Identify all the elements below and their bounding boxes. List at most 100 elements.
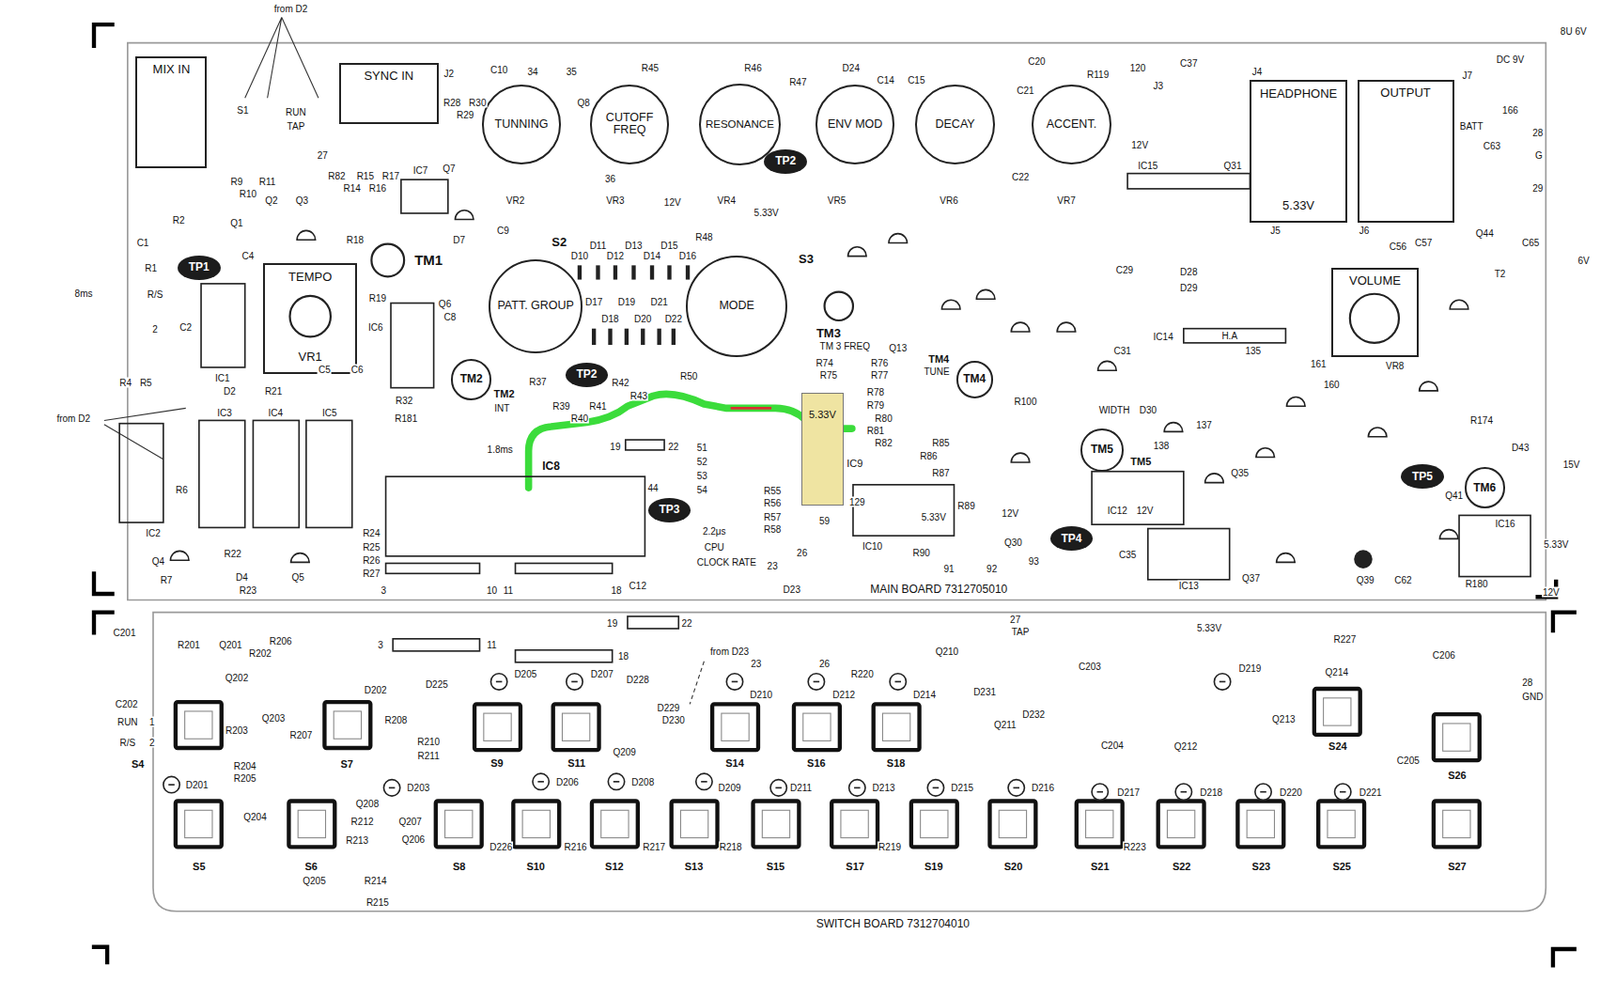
part-label: S17 [844,860,866,872]
part-label: C5 [317,364,332,375]
part-label: R15 [356,170,375,181]
part-label: GND [1521,690,1544,701]
led-symbol [1255,783,1272,800]
transistor-symbol [976,289,995,299]
part-label: 135 [1243,344,1262,356]
trimmer: TM2 [450,358,492,400]
push-switch [873,703,920,750]
main-board-outline [127,43,1547,601]
led-mark [496,681,503,684]
switch-cap [1327,809,1355,838]
part-label: D43 [1510,441,1530,452]
part-label: Q7 [441,163,456,174]
node-label: SYNC IN [363,69,414,83]
ic-outline [1091,471,1184,525]
ic-outline [1459,514,1531,576]
push-switch [1314,688,1361,735]
part-label: R4 [118,377,133,389]
part-label: S5 [191,860,206,872]
push-switch [1158,800,1205,847]
diode-symbol [685,264,690,280]
part-label: 19 [605,617,619,628]
ic-outline [392,638,480,652]
led-symbol [532,773,549,790]
push-switch [324,701,371,748]
part-label: 51 [696,441,709,452]
part-label: D202 [363,684,389,696]
part-label: BATT [1459,120,1485,131]
part-label: R86 [918,450,938,462]
part-label: R201 [176,639,202,651]
led-symbol [566,673,583,690]
part-label: R19 [368,293,388,304]
led-mark [537,780,544,783]
part-label: 19 [608,440,622,451]
transistor-symbol [1010,452,1030,463]
node-label: PATT. GROUP [497,299,575,313]
switch-cap [561,713,590,741]
part-label: 26 [818,657,831,668]
part-label: D211 [789,782,813,793]
part-label: R17 [381,170,401,181]
switch-board-outline [153,612,1546,912]
part-label: Q6 [437,297,452,309]
part-label: R119 [1086,69,1110,80]
led-mark [854,787,861,790]
part-label: R76 [869,357,889,368]
part-label: IC8 [541,461,561,474]
transistor-symbol [1098,360,1118,371]
trimmer: TM4 [956,360,994,398]
part-label: D216 [1030,782,1056,793]
led-mark [731,681,739,684]
ic-outline [390,303,435,389]
part-label: T2 [1493,268,1507,280]
diode-symbol [640,328,645,345]
part-label: R45 [640,62,660,73]
part-label: IC4 [266,406,284,418]
node-label: TP1 [188,261,210,274]
part-label: D205 [512,667,538,679]
cut-mark [730,406,772,410]
crop-mark [1553,612,1577,634]
part-label: 15V [1562,459,1582,470]
led-symbol [490,673,507,690]
part-label: C15 [906,74,926,85]
part-label: D225 [424,678,450,689]
part-label: 22 [667,440,680,451]
control-box: TEMPOVR1 [263,263,358,373]
part-label: 12V [1130,139,1150,151]
part-label: S25 [1331,860,1352,872]
test-point: TP5 [1400,464,1445,489]
part-label: D19 [617,296,637,308]
ic-outline [625,439,665,451]
diode-symbol [591,328,596,345]
push-switch [1433,800,1480,847]
diode-symbol [624,328,629,345]
part-label: Q213 [1271,713,1296,724]
part-label: R9 [230,176,245,187]
part-label: 12V [1541,586,1561,597]
part-label: Q3 [295,194,310,205]
ic-outline [853,484,955,536]
part-label: D226 [488,841,513,853]
diode-symbol [650,264,654,280]
led-mark [1219,681,1227,684]
part-label: 23 [766,559,779,571]
part-label: TM2 [493,388,516,400]
switch-cap [1246,809,1274,838]
node-label: TM4 [963,372,986,386]
transistor-symbol [1439,529,1459,540]
transistor-symbol [1449,299,1469,310]
part-label: Q2 [264,194,279,205]
part-label: Q30 [1003,536,1024,547]
part-label: R32 [394,394,414,405]
led-mark [775,787,782,790]
part-label: C65 [1521,237,1540,249]
part-label: D23 [782,583,802,594]
part-label: Q201 [217,639,243,651]
part-label: R22 [222,547,242,559]
switch-cap [185,809,213,838]
part-label: D231 [972,686,997,698]
transistor-symbol [1287,396,1306,406]
part-label: C8 [443,310,458,322]
